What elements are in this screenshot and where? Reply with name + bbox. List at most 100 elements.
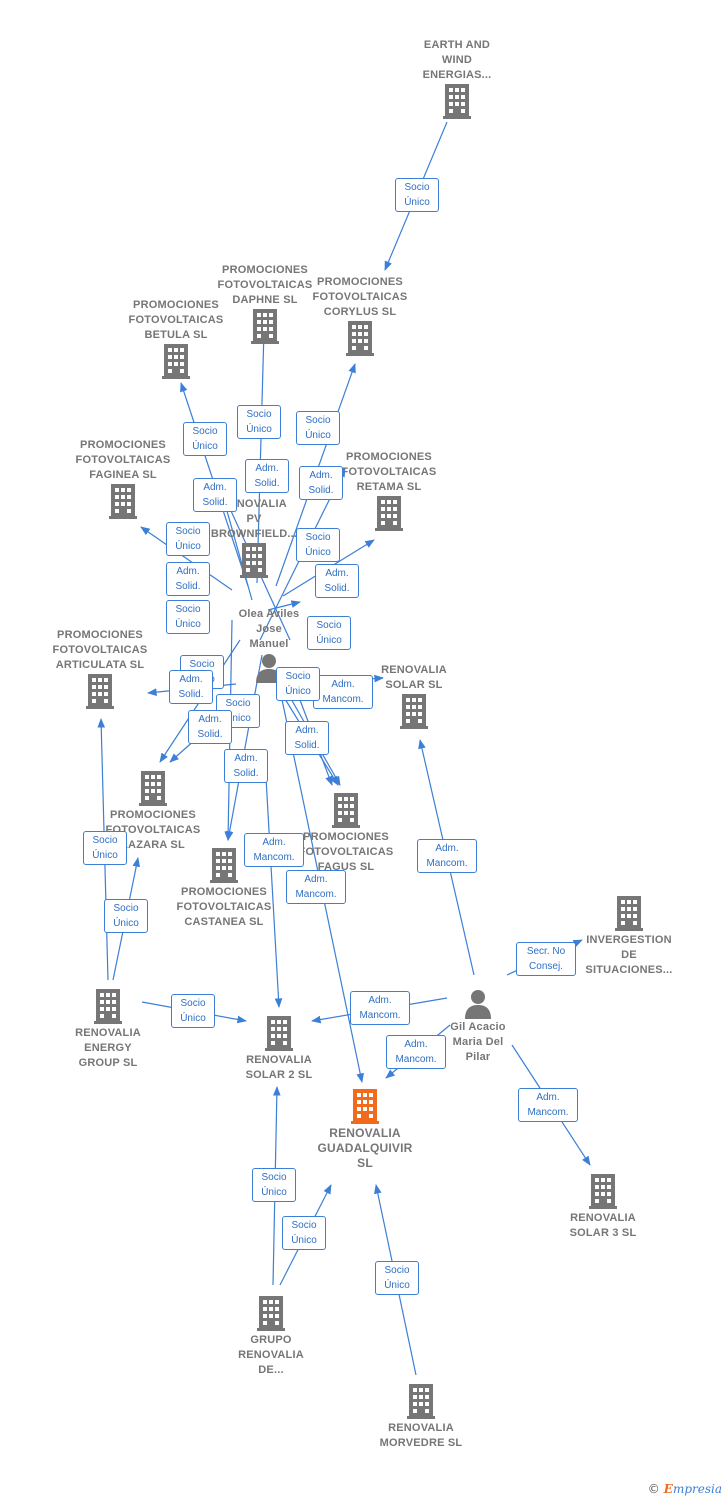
relation-badge-text: Solid. — [202, 497, 228, 508]
relation-badge-text: Socio — [113, 903, 139, 914]
relation-badge[interactable]: Adm.Solid. — [224, 749, 268, 783]
node-label-line: Pilar — [465, 1051, 491, 1063]
relation-badge-text: Adm. — [325, 568, 349, 579]
relation-badge-text: Adm. — [304, 874, 328, 885]
node-label-line: Gil Acacio — [450, 1021, 506, 1033]
relation-edge — [225, 654, 263, 841]
relation-badge[interactable]: Adm.Solid. — [245, 459, 289, 493]
relation-badge[interactable]: Adm.Mancom. — [417, 839, 477, 873]
relation-badge[interactable]: Adm.Mancom. — [350, 991, 410, 1025]
relation-badge-text: Socio — [92, 835, 118, 846]
relation-badge[interactable]: Adm.Mancom. — [286, 870, 346, 904]
relation-badge-text: Adm. — [176, 566, 200, 577]
relation-badge-text: Único — [305, 547, 331, 558]
building-icon — [78, 770, 228, 808]
building-icon — [101, 343, 251, 381]
relation-badge-text: Adm. — [331, 679, 355, 690]
building-icon — [33, 988, 183, 1026]
relation-badge-text: Solid. — [308, 485, 334, 496]
relation-badge-text: Único — [175, 541, 201, 552]
node-label-line: FOTOVOLTAICAS — [341, 466, 437, 478]
relation-badge[interactable]: Adm.Solid. — [315, 564, 359, 598]
relation-badge[interactable]: Adm.Mancom. — [386, 1035, 446, 1069]
node-label-line: PROMOCIONES — [57, 629, 143, 641]
relation-badge-text: Socio — [305, 532, 331, 543]
relation-badge-text: Único — [316, 635, 342, 646]
relation-badge-text: Socio — [305, 415, 331, 426]
node-label-line: PROMOCIONES — [181, 886, 267, 898]
relation-badge[interactable]: Adm.Mancom. — [244, 833, 304, 867]
copyright-symbol: © — [647, 1482, 660, 1496]
node-label-line: RENOVALIA — [381, 664, 447, 676]
relation-badge-text: Adm. — [404, 1039, 428, 1050]
relation-badge-text: Mancom. — [253, 852, 295, 863]
node-label-line: PROMOCIONES — [317, 276, 403, 288]
relation-badge-text: Único — [192, 441, 218, 452]
node-label-line: CORYLUS SL — [323, 306, 397, 318]
node-label-line: RENOVALIA — [75, 1027, 141, 1039]
relation-badge[interactable]: Adm.Solid. — [285, 721, 329, 755]
node-label-line: Jose — [256, 623, 282, 635]
node-label-line: INVERGESTION — [586, 934, 672, 946]
relation-badge[interactable]: Adm.Solid. — [166, 562, 210, 596]
relation-badge-text: Mancom. — [426, 858, 468, 869]
relation-badge[interactable]: Adm.Solid. — [169, 670, 213, 704]
relation-badge-text: Adm. — [234, 753, 258, 764]
relation-badge[interactable]: Adm.Solid. — [193, 478, 237, 512]
building-icon — [290, 1088, 440, 1126]
relation-badge[interactable]: Adm.Mancom. — [313, 675, 373, 709]
relation-badge[interactable]: Adm.Solid. — [299, 466, 343, 500]
building-icon — [196, 1295, 346, 1333]
node-label-line: ARTICULATA SL — [55, 659, 145, 671]
node-label-line: FOTOVOLTAICAS — [176, 901, 272, 913]
relation-badge[interactable]: Adm.Solid. — [188, 710, 232, 744]
relation-badge[interactable]: Adm.Mancom. — [518, 1088, 578, 1122]
node-label-line: PROMOCIONES — [133, 299, 219, 311]
relation-badge-text: Secr. No — [526, 946, 566, 957]
node-label-line: SL — [357, 1156, 373, 1170]
relation-badge-text: Único — [92, 850, 118, 861]
